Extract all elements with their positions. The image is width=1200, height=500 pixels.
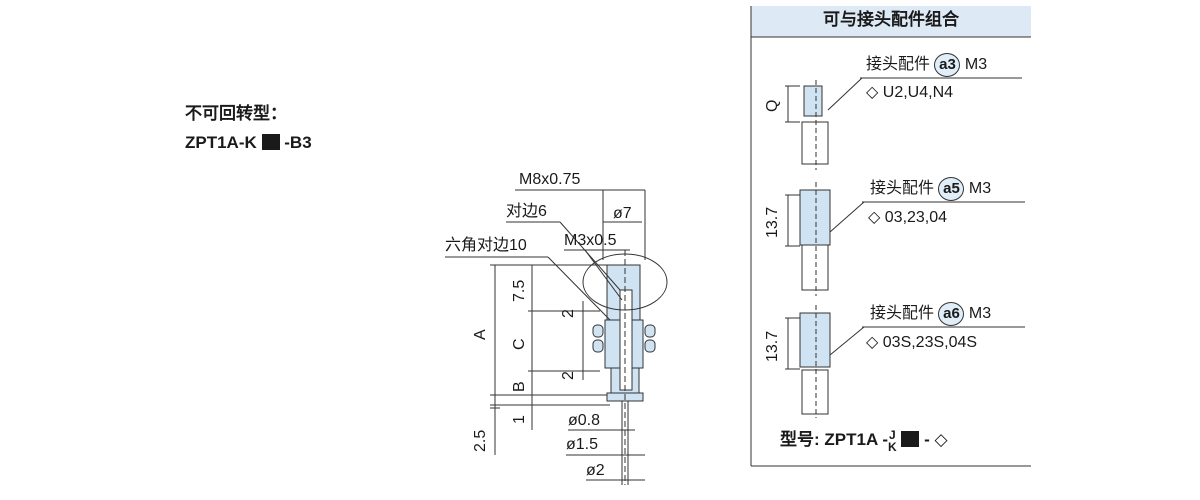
dim-d0-8: ø0.8 (568, 412, 601, 429)
options-text: U2,U4,N4 (882, 84, 954, 101)
diamond-icon: ◇ (934, 430, 948, 449)
footer-dash: - (924, 430, 930, 449)
diamond-icon: ◇ (866, 334, 879, 351)
dim-d2: ø2 (586, 462, 605, 479)
dim-hex: 六角对边10 (445, 237, 527, 254)
placeholder-square-icon (261, 134, 280, 150)
diamond-icon: ◇ (866, 84, 879, 101)
dim-flats: 对边6 (506, 203, 547, 220)
panel-header: 可与接头配件组合 (823, 10, 959, 29)
badge-a5: a5 (938, 177, 965, 201)
option-j: J (888, 427, 896, 442)
fitting-a5-options: ◇ 03,23,04 (868, 209, 947, 227)
option-k: K (888, 439, 897, 454)
options-text: 03S,23S,04S (882, 334, 978, 351)
fitting-a3-options: ◇ U2,U4,N4 (866, 84, 953, 102)
type-title: 不可回转型： (185, 104, 287, 123)
footer-label: 型号: (780, 430, 820, 449)
dim-d1-5: ø1.5 (566, 436, 599, 453)
fitting-a6-drawing (785, 305, 1025, 418)
dim-2-top: 2 (560, 309, 577, 318)
fitting-thread: M3 (968, 180, 992, 198)
dim-d7: ø7 (613, 205, 632, 222)
fitting-a5-label: 接头配件 a5 M3 (870, 177, 991, 201)
dim-7-5: 7.5 (511, 279, 528, 302)
badge-a3: a3 (934, 53, 961, 77)
options-text: 03,23,04 (884, 209, 948, 226)
fitting-thread: M3 (968, 305, 992, 323)
fitting-label: 接头配件 (866, 56, 931, 74)
dim-A: A (472, 329, 489, 340)
diamond-icon: ◇ (868, 209, 881, 226)
model-prefix: ZPT1A-K (185, 133, 257, 152)
dim-port: M3x0.5 (564, 232, 617, 249)
model-suffix: -B3 (284, 133, 312, 152)
dim-thread: M8x0.75 (519, 171, 581, 188)
fitting-a3-label: 接头配件 a3 M3 (866, 53, 987, 77)
dim-13-7-a6: 13.7 (764, 330, 781, 362)
fitting-a6-label: 接头配件 a6 M3 (870, 302, 991, 326)
dim-Q: Q (764, 99, 781, 112)
dim-2-5: 2.5 (472, 429, 489, 452)
dim-13-7-a5: 13.7 (764, 206, 781, 238)
dim-1: 1 (511, 415, 528, 424)
fitting-label: 接头配件 (870, 305, 935, 323)
fitting-a6-options: ◇ 03S,23S,04S (866, 334, 977, 352)
fitting-a3-drawing (785, 77, 1022, 170)
dim-B: B (511, 381, 528, 392)
footer-model: ZPT1A - (824, 430, 888, 449)
fitting-a5-drawing (785, 182, 1025, 296)
placeholder-square-icon (901, 431, 920, 447)
fitting-drawing (445, 189, 668, 485)
dim-2-bottom: 2 (560, 371, 577, 380)
model-code: ZPT1A-K -B3 (185, 134, 312, 152)
badge-a6: a6 (938, 302, 965, 326)
fitting-thread: M3 (964, 56, 988, 74)
dim-C: C (511, 338, 528, 350)
fitting-label: 接头配件 (870, 180, 935, 198)
